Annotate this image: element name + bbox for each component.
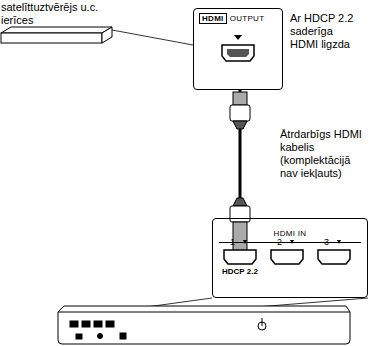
input-panel: HDMI IN xyxy=(212,218,368,298)
hdmi-port xyxy=(224,250,350,264)
port-number: 1 xyxy=(230,237,242,248)
output-panel: HDMIOUTPUT xyxy=(193,8,283,90)
main-unit xyxy=(58,306,350,344)
hdmi-plug xyxy=(230,198,250,252)
hdcp-label: HDCP 2.2 xyxy=(222,267,272,276)
note-text: Ar HDCP 2.2 saderīga HDMI ligzda xyxy=(290,12,360,51)
hdmi-port xyxy=(222,45,254,61)
hdmi-plug xyxy=(230,92,250,129)
cable-label: Ātrdarbīgs HDMI kabelis (komplektācijā n… xyxy=(280,128,370,180)
panel-header: HDMI IN xyxy=(219,222,361,243)
port-marker xyxy=(234,35,242,40)
device-caption-box: satelīttuztvērējs u.c. ierīces xyxy=(1,1,113,27)
set-top-box xyxy=(1,27,112,43)
node-text: OUTPUT xyxy=(230,14,265,23)
panel-header: HDMIOUTPUT xyxy=(194,9,282,24)
zoom-line xyxy=(112,30,193,45)
port-number: 2 xyxy=(277,237,289,248)
port-number: 3 xyxy=(324,237,336,248)
hdmi-logo: HDMI xyxy=(199,13,227,24)
node-text: satelīttuztvērējs u.c. ierīces xyxy=(1,1,113,27)
